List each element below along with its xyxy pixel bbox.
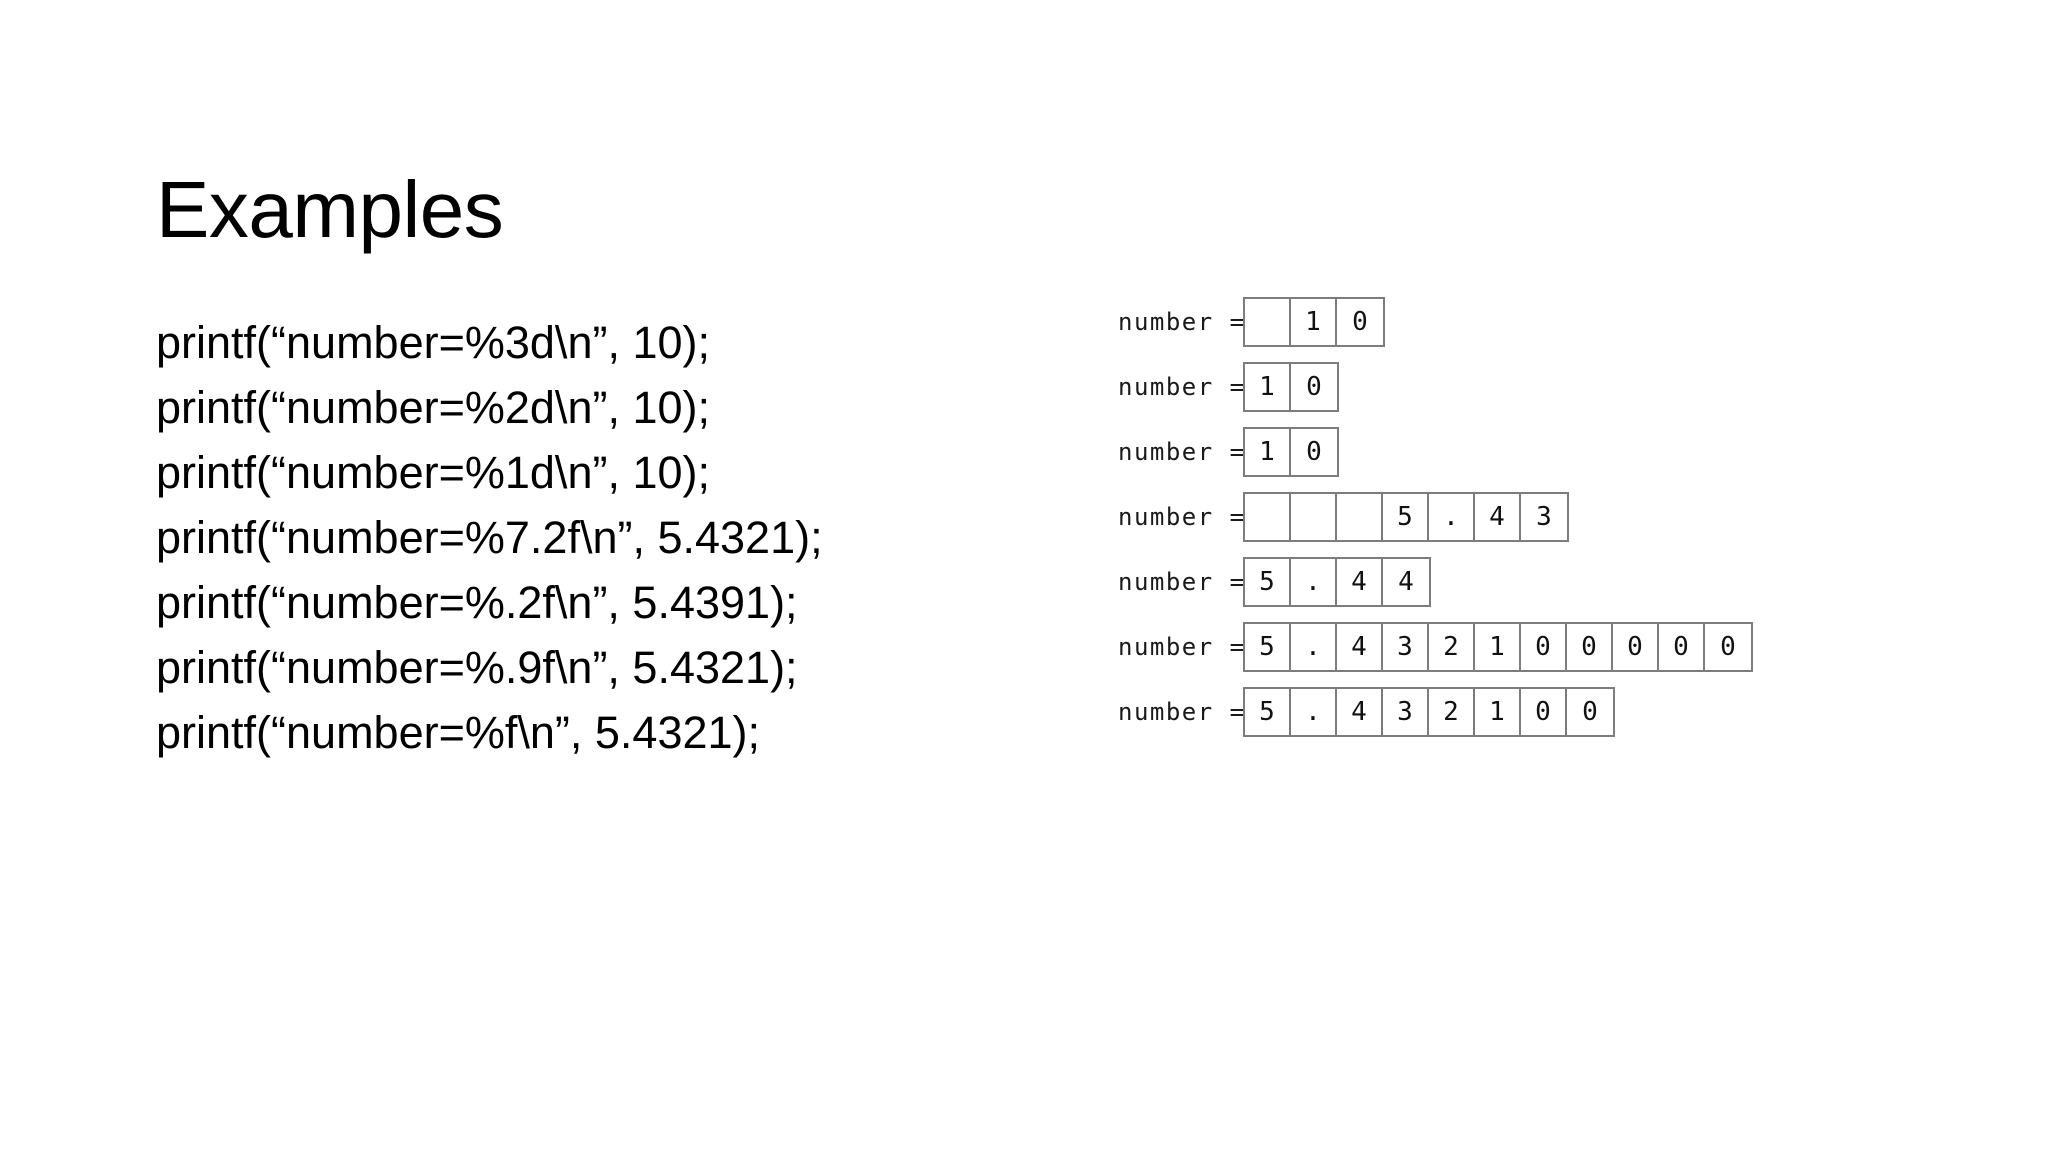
character-cell: 5	[1245, 559, 1291, 605]
code-line: printf(“number=%.2f\n”, 5.4391);	[156, 577, 798, 628]
row-label: number =	[1118, 698, 1246, 726]
character-cell: .	[1291, 559, 1337, 605]
character-cell-blank	[1245, 299, 1291, 345]
character-cell: 3	[1383, 689, 1429, 735]
code-line: printf(“number=%f\n”, 5.4321);	[156, 707, 761, 758]
character-cell: 2	[1429, 689, 1475, 735]
row-label: number =	[1118, 373, 1246, 401]
character-cell: 0	[1291, 364, 1337, 410]
code-line: printf(“number=%2d\n”, 10);	[156, 382, 710, 433]
character-cell: 3	[1383, 624, 1429, 670]
page-title: Examples	[156, 164, 504, 254]
character-cell: 1	[1291, 299, 1337, 345]
character-cell: 4	[1337, 559, 1383, 605]
character-cell-blank	[1291, 494, 1337, 540]
character-cell: 2	[1429, 624, 1475, 670]
row-label: number =	[1118, 633, 1246, 661]
character-cell: 0	[1567, 689, 1613, 735]
character-cell: 4	[1337, 624, 1383, 670]
code-line: printf(“number=%7.2f\n”, 5.4321);	[156, 512, 823, 563]
character-cell: 0	[1291, 429, 1337, 475]
character-cell: 0	[1521, 624, 1567, 670]
character-cell-blank	[1245, 494, 1291, 540]
character-cell: 4	[1337, 689, 1383, 735]
character-cell: 0	[1567, 624, 1613, 670]
character-cell: .	[1291, 689, 1337, 735]
row-label: number =	[1118, 438, 1246, 466]
character-cell: 1	[1475, 689, 1521, 735]
character-cell: 4	[1383, 559, 1429, 605]
character-cell: .	[1291, 624, 1337, 670]
code-example-block: printf(“number=%3d\n”, 10); printf(“numbe…	[156, 310, 823, 765]
character-cell: 0	[1337, 299, 1383, 345]
character-cell: 3	[1521, 494, 1567, 540]
code-line: printf(“number=%1d\n”, 10);	[156, 447, 710, 498]
character-cell: 1	[1245, 364, 1291, 410]
character-cell-blank	[1337, 494, 1383, 540]
character-cell: .	[1429, 494, 1475, 540]
character-cell: 0	[1659, 624, 1705, 670]
character-cell: 5	[1245, 624, 1291, 670]
character-cell: 1	[1245, 429, 1291, 475]
row-label: number =	[1118, 503, 1246, 531]
row-label: number =	[1118, 308, 1246, 336]
character-cell: 0	[1613, 624, 1659, 670]
character-cell: 5	[1245, 689, 1291, 735]
character-cell: 0	[1521, 689, 1567, 735]
character-cell: 5	[1383, 494, 1429, 540]
code-line: printf(“number=%.9f\n”, 5.4321);	[156, 642, 798, 693]
character-cell: 0	[1705, 624, 1751, 670]
character-cell: 1	[1475, 624, 1521, 670]
code-line: printf(“number=%3d\n”, 10);	[156, 317, 710, 368]
character-cell: 4	[1475, 494, 1521, 540]
row-label: number =	[1118, 568, 1246, 596]
